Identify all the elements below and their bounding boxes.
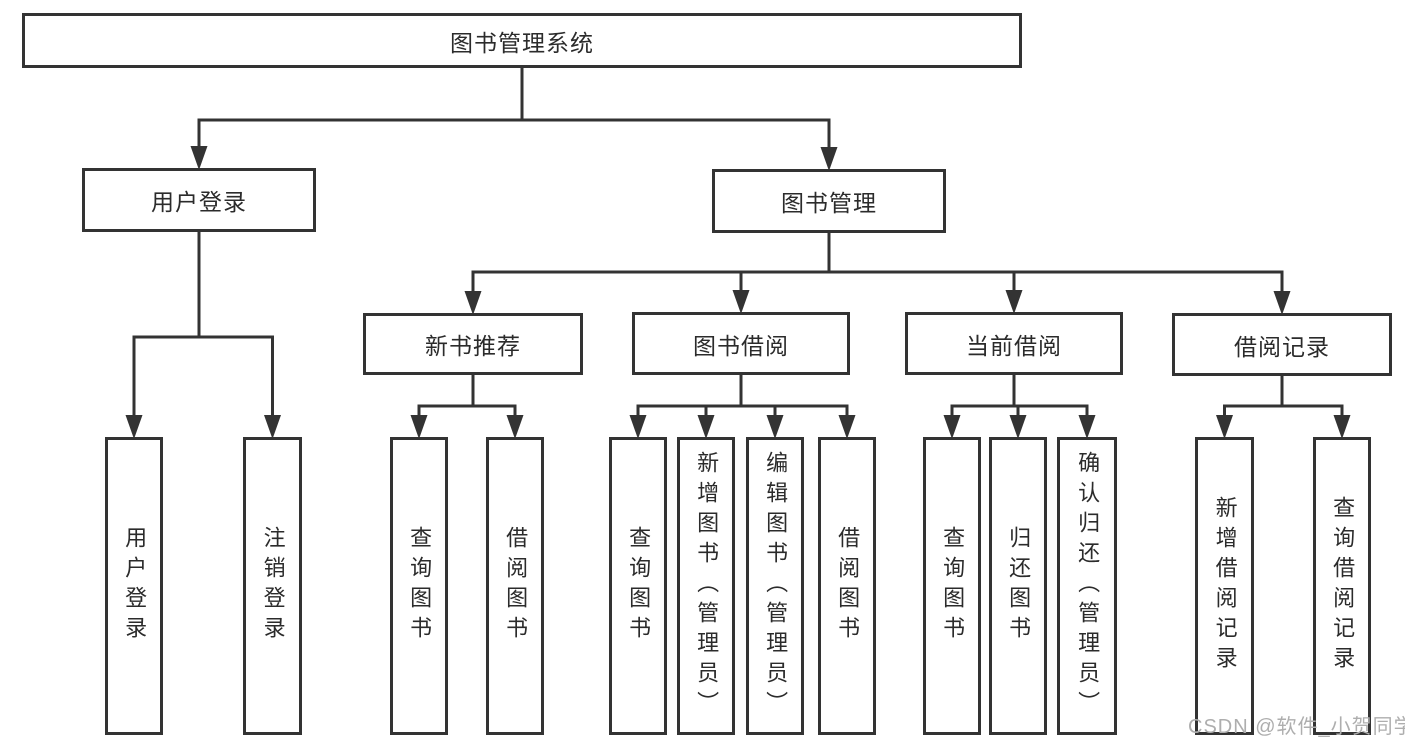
arrowhead-icon <box>190 146 208 170</box>
node-leaf-bb-borrow: 借阅图书 <box>818 437 876 735</box>
node-new-book-rec: 新书推荐 <box>363 313 583 375</box>
node-leaf-cb-confirm: 确认归还（管理员） <box>1057 437 1117 735</box>
arrowhead-icon <box>820 147 838 171</box>
node-label: 查询图书 <box>407 526 433 646</box>
node-leaf-cb-query: 查询图书 <box>923 437 981 735</box>
node-leaf-nb-borrow: 借阅图书 <box>486 437 544 735</box>
arrowhead-icon <box>1078 415 1096 439</box>
arrowhead-icon <box>125 415 143 439</box>
node-label: 借阅图书 <box>835 526 861 646</box>
arrowhead-icon <box>697 415 715 439</box>
node-leaf-br-add: 新增借阅记录 <box>1195 437 1254 735</box>
node-label: 新增借阅记录 <box>1212 496 1238 676</box>
node-label: 当前借阅 <box>966 332 1062 359</box>
node-label: 新增图书（管理员） <box>694 451 720 721</box>
node-label: 查询图书 <box>626 526 652 646</box>
node-leaf-bb-query: 查询图书 <box>609 437 667 735</box>
node-label: 编辑图书（管理员） <box>763 451 789 721</box>
node-leaf-br-query: 查询借阅记录 <box>1313 437 1371 735</box>
node-user-login: 用户登录 <box>82 168 316 232</box>
arrowhead-icon <box>1216 415 1233 439</box>
arrowhead-icon <box>629 415 647 439</box>
node-label: 新书推荐 <box>425 333 521 359</box>
node-label: 图书借阅 <box>693 332 789 359</box>
node-label: 确认归还（管理员） <box>1075 451 1101 721</box>
node-root: 图书管理系统 <box>22 13 1022 68</box>
node-current-borrow: 当前借阅 <box>905 312 1123 375</box>
node-leaf-logout: 注销登录 <box>243 437 302 735</box>
arrowhead-icon <box>264 415 281 439</box>
arrowhead-icon <box>1009 415 1027 439</box>
node-label: 用户登录 <box>122 526 148 646</box>
node-book-mgmt: 图书管理 <box>712 169 946 233</box>
arrowhead-icon <box>732 290 750 314</box>
node-label: 查询图书 <box>940 526 966 646</box>
node-label: 注销登录 <box>260 526 286 646</box>
node-label: 借阅图书 <box>503 526 529 646</box>
arrowhead-icon <box>410 415 428 439</box>
arrowhead-icon <box>506 415 524 439</box>
node-label: 归还图书 <box>1006 526 1032 646</box>
node-label: 查询借阅记录 <box>1330 496 1356 676</box>
arrowhead-icon <box>943 415 961 439</box>
node-leaf-nb-query: 查询图书 <box>390 437 448 735</box>
arrowhead-icon <box>766 415 784 439</box>
node-label: 图书管理 <box>781 190 877 216</box>
arrowhead-icon <box>838 415 856 439</box>
arrowhead-icon <box>1005 290 1023 314</box>
node-leaf-bb-add: 新增图书（管理员） <box>677 437 735 735</box>
arrowhead-icon <box>1273 291 1291 315</box>
node-borrow-records: 借阅记录 <box>1172 313 1392 376</box>
node-label: 图书管理系统 <box>450 29 594 56</box>
arrowhead-icon <box>1333 415 1351 439</box>
node-label: 借阅记录 <box>1234 333 1330 360</box>
node-leaf-cb-return: 归还图书 <box>989 437 1047 735</box>
node-label: 用户登录 <box>151 189 247 215</box>
node-leaf-user-login: 用户登录 <box>105 437 163 735</box>
node-book-borrow: 图书借阅 <box>632 312 850 375</box>
node-leaf-bb-edit: 编辑图书（管理员） <box>746 437 804 735</box>
watermark-text: CSDN @软件_小贺同学 <box>1188 716 1405 738</box>
arrowhead-icon <box>464 291 482 315</box>
